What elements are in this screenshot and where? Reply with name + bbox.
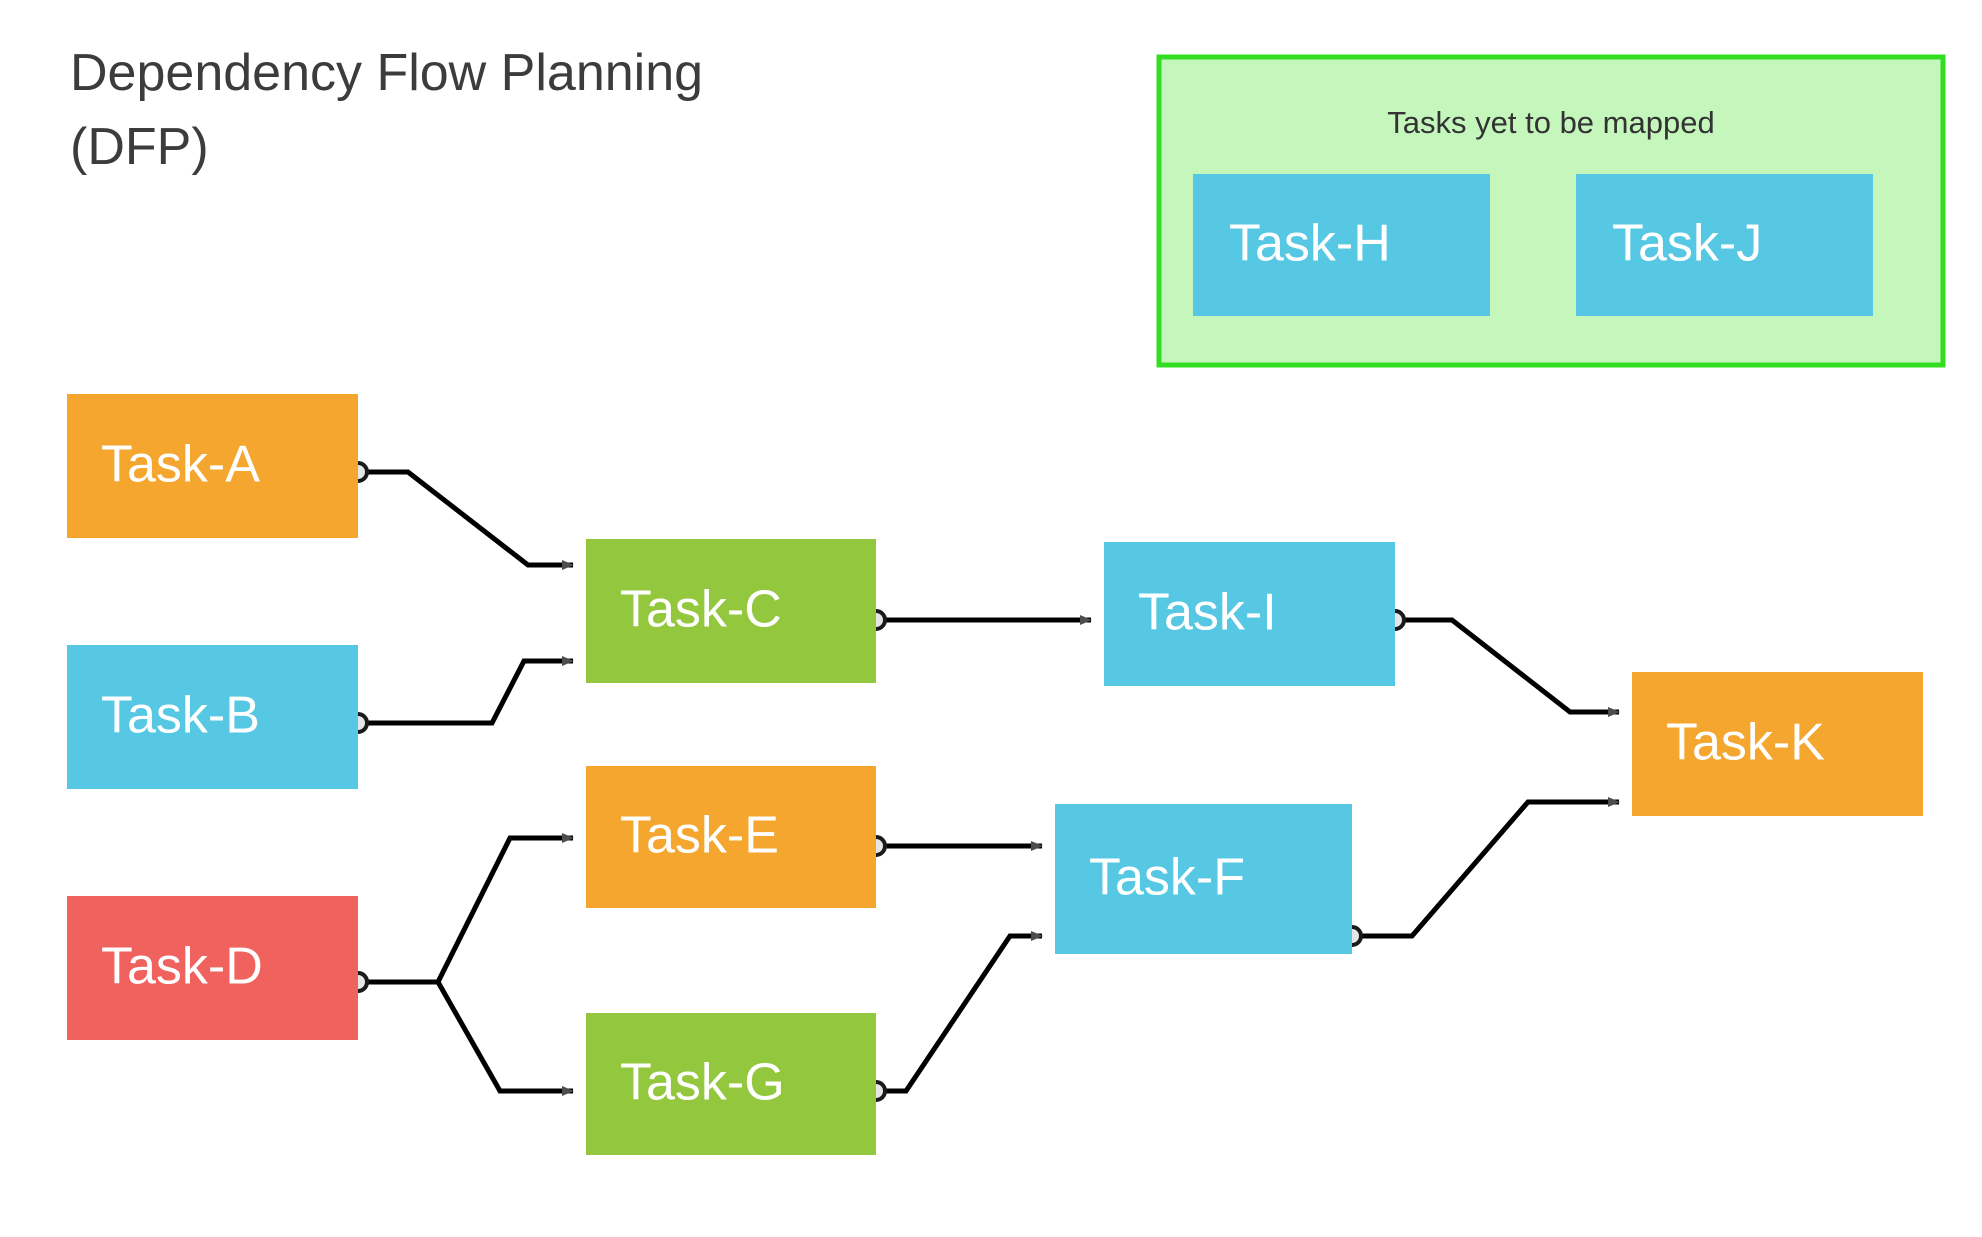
node-label: Task-E bbox=[620, 807, 779, 865]
edge-G-to-F[interactable] bbox=[876, 931, 1043, 1094]
edge-B-to-C[interactable] bbox=[358, 656, 574, 726]
node-box[interactable] bbox=[1055, 804, 1352, 954]
edge-F-to-K[interactable] bbox=[1352, 797, 1620, 939]
title-line-1: Dependency Flow Planning bbox=[70, 44, 703, 102]
node-task-e[interactable]: Task-E bbox=[586, 766, 876, 908]
unmapped-task-box-task-h[interactable] bbox=[1193, 174, 1490, 316]
edge-D-to-G[interactable] bbox=[358, 979, 574, 1096]
page-title: Dependency Flow Planning (DFP) bbox=[70, 44, 703, 176]
node-task-c[interactable]: Task-C bbox=[586, 539, 876, 683]
node-task-g[interactable]: Task-G bbox=[586, 1013, 876, 1155]
nodes-layer: Task-A Task-B Task-C Task-D Task-E Task-F Task… bbox=[67, 394, 1923, 1155]
unmapped-task-box-task-j[interactable] bbox=[1576, 174, 1873, 316]
title-line-2: (DFP) bbox=[70, 118, 209, 176]
node-task-d[interactable]: Task-D bbox=[67, 896, 358, 1040]
unmapped-group-label: Tasks yet to be mapped bbox=[1387, 105, 1714, 140]
node-task-b[interactable]: Task-B bbox=[67, 645, 358, 789]
edge-A-to-C[interactable] bbox=[358, 469, 574, 570]
node-box[interactable] bbox=[586, 539, 876, 683]
node-task-k[interactable]: Task-K bbox=[1632, 672, 1923, 816]
node-box[interactable] bbox=[1632, 672, 1923, 816]
node-box[interactable] bbox=[586, 1013, 876, 1155]
node-box[interactable] bbox=[1104, 542, 1395, 686]
node-label: Task-G bbox=[620, 1054, 785, 1112]
node-label: Task-F bbox=[1089, 849, 1245, 907]
node-box[interactable] bbox=[586, 766, 876, 908]
edge-I-to-K[interactable] bbox=[1395, 617, 1620, 717]
node-label: Task-B bbox=[101, 687, 260, 745]
edges-layer bbox=[347, 461, 1620, 1102]
node-box[interactable] bbox=[67, 896, 358, 1040]
node-label: Task-A bbox=[101, 436, 260, 494]
node-task-a[interactable]: Task-A bbox=[67, 394, 358, 538]
unmapped-task-label: Task-J bbox=[1612, 215, 1762, 273]
node-task-i[interactable]: Task-I bbox=[1104, 542, 1395, 686]
node-label: Task-C bbox=[620, 581, 782, 639]
node-label: Task-D bbox=[101, 938, 263, 996]
edge-D-to-E[interactable] bbox=[358, 833, 574, 985]
node-task-f[interactable]: Task-F bbox=[1055, 804, 1352, 954]
node-label: Task-K bbox=[1666, 714, 1825, 772]
node-box[interactable] bbox=[67, 645, 358, 789]
node-box[interactable] bbox=[67, 394, 358, 538]
unmapped-task-label: Task-H bbox=[1229, 215, 1391, 273]
node-label: Task-I bbox=[1138, 584, 1277, 642]
